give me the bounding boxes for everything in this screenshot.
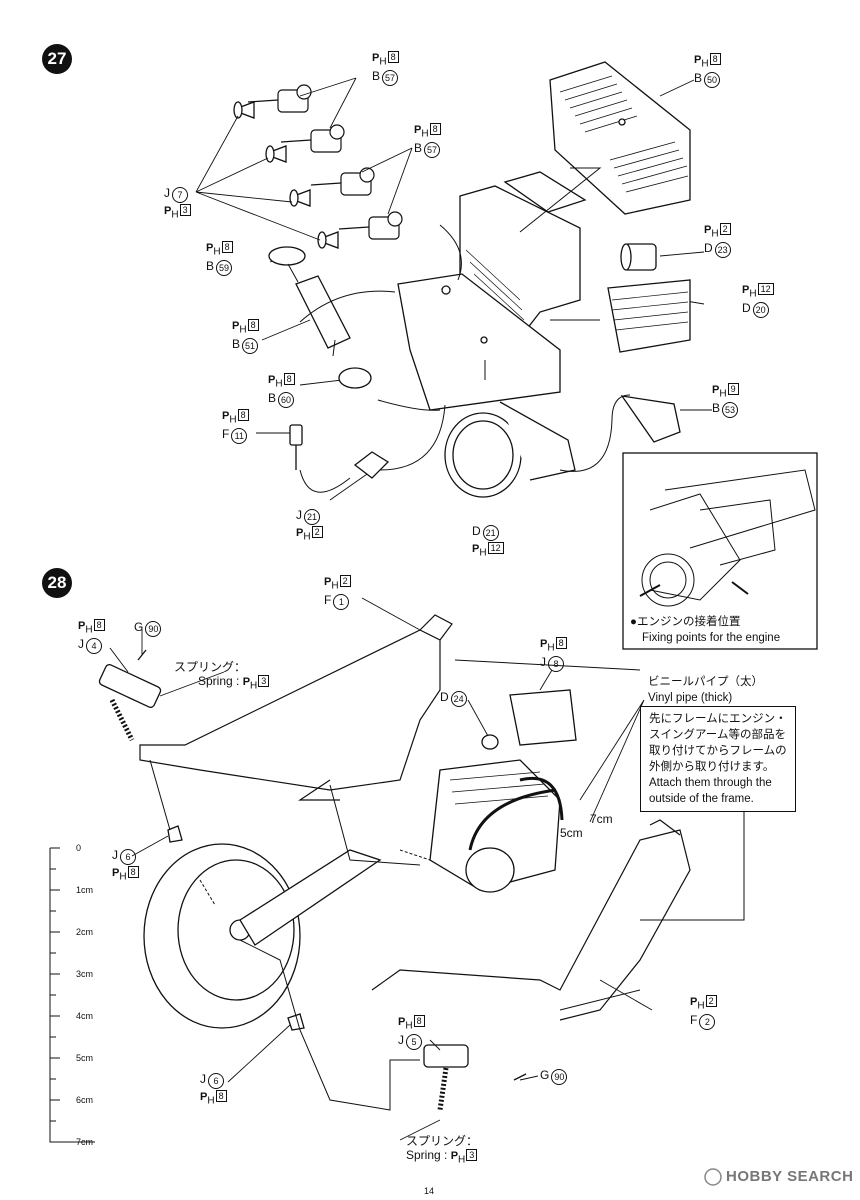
shock-j5 [423,1044,469,1111]
swing-arm [239,849,382,946]
page-number: 14 [424,1186,435,1196]
ruler-label: 1cm [76,885,94,895]
watermark-text: HOBBY SEARCH [726,1168,854,1185]
instruction-note: 先にフレームにエンジン・ スイングアーム等の部品を 取り付けてからフレームの 外… [640,706,796,812]
watermark-logo [704,1168,722,1186]
step-number-27: 27 [42,44,72,74]
engine-block [397,171,587,411]
ruler-label: 2cm [76,927,94,937]
engine-28 [429,759,561,893]
inset-caption: ●エンジンの接着位置 Fixing points for the engine [630,616,781,644]
cylinder-head-cover [549,61,691,215]
ruler-label: 5cm [76,1053,94,1063]
clamp-b60 [338,367,372,389]
part-b53 [620,395,681,443]
ruler-label: 7cm [76,1137,94,1147]
ruler-label: 4cm [76,1011,94,1021]
clamp-b59 [268,246,306,266]
ruler [49,847,95,1143]
air-funnels [233,101,339,249]
part-f11 [289,424,303,470]
inset-frame-drawing [639,469,816,607]
oil-filter-d23 [620,243,657,271]
pipe-length-5cm: 5cm [560,826,583,840]
frame-f1 [139,614,453,801]
air-cleaner-b51 [295,275,351,349]
part-j21 [353,451,390,479]
part-d24 [481,734,499,750]
part-j6-top [167,825,183,843]
rear-wheel [143,843,301,1029]
inset-box [622,452,818,650]
step-number-28: 28 [42,568,72,598]
frame-f2 [371,819,691,1021]
cover-d21 [444,401,576,498]
vinyl-pipes [468,777,564,851]
ruler-label: 6cm [76,1095,94,1105]
pipe-length-7cm: 7cm [590,812,613,826]
shock-j4 [98,664,162,742]
part-j8 [509,689,577,746]
ruler-label: 0 [76,843,82,853]
cylinder-d20 [607,279,691,353]
vinyl-pipe-label: ビニールパイプ（太） Vinyl pipe (thick) [648,676,763,704]
ruler-label: 3cm [76,969,94,979]
